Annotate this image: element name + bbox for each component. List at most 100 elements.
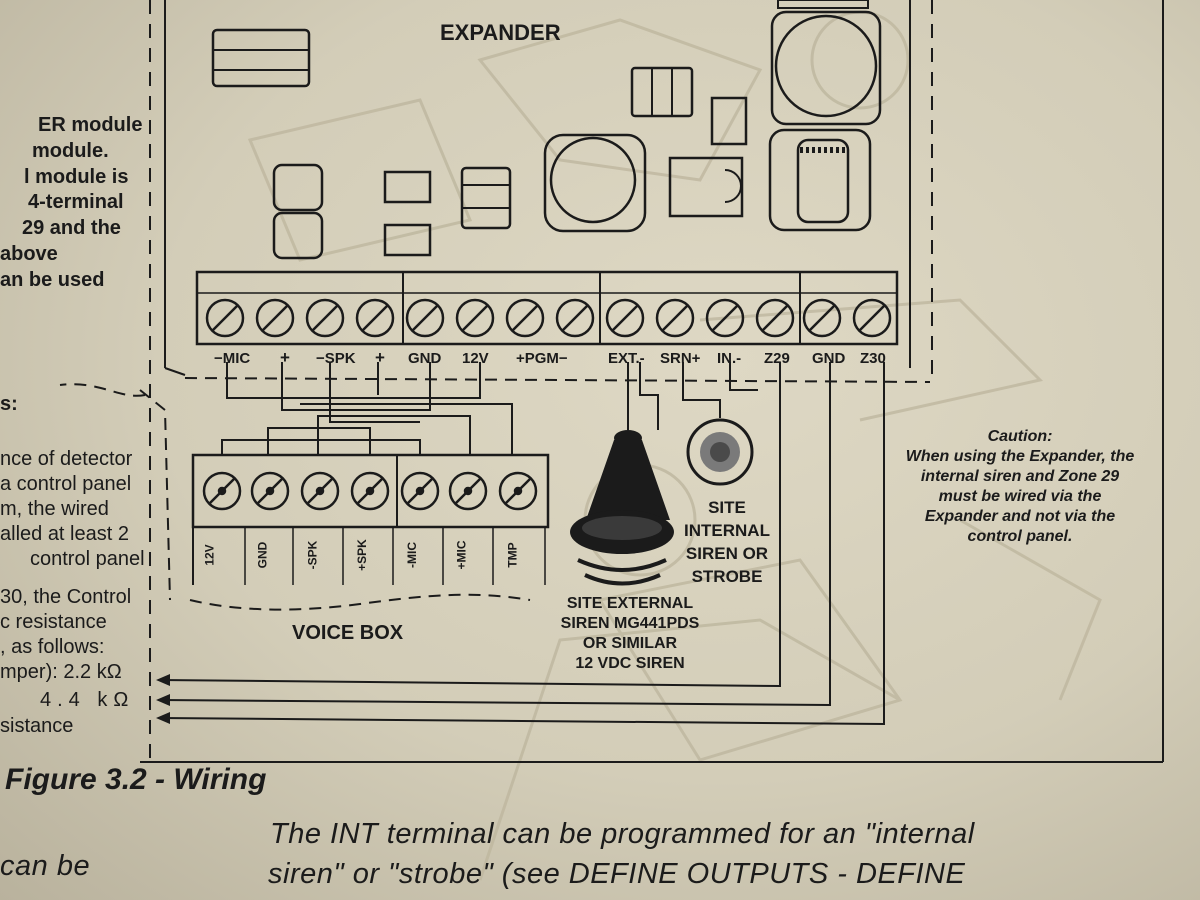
voice-box-screw (202, 471, 242, 511)
expander-terminal-screws (205, 298, 892, 338)
voice-box-terminal-tmp: TMP (505, 542, 520, 568)
voice-box-screw (350, 471, 390, 511)
expander-screw (802, 298, 842, 338)
terminal-label-srn: SRN+ (660, 350, 701, 367)
left-text-line: control panel (30, 548, 145, 570)
expander-screw (555, 298, 595, 338)
regulator-component (710, 96, 748, 146)
internal-siren-label-line: STROBE (691, 567, 763, 586)
expander-screw (355, 298, 395, 338)
large-capacitor (543, 133, 647, 233)
terminal-label-gnd-2: GND (812, 350, 846, 367)
figure-caption: Figure 3.2 - Wiring (5, 763, 267, 796)
left-text-line: mper): 2.2 kΩ (0, 661, 122, 683)
expander-screw (655, 298, 695, 338)
expander-dashed-bottom (184, 377, 931, 383)
voice-box-screw (400, 471, 440, 511)
capacitor-b (272, 211, 324, 260)
left-text-line: nce of detector (0, 448, 133, 470)
caution-heading: Caution: (987, 428, 1053, 445)
inductor-component (630, 66, 694, 118)
left-text-line: ER module (38, 114, 143, 136)
voice-box-outline (59, 383, 146, 397)
left-text-line: l module is (24, 166, 129, 188)
expander-screw (205, 298, 245, 338)
voice-box-label: VOICE BOX (292, 622, 404, 644)
external-siren-label-line: OR SIMILAR (582, 635, 678, 652)
return-arrows (156, 674, 170, 724)
voice-box-terminal-spk-plus: +SPK (354, 539, 369, 571)
terminal-label-mic-plus: + (280, 348, 290, 367)
resistor-a (383, 170, 432, 204)
electrolytic-capacitor (770, 10, 882, 126)
left-text-line: 4-terminal (28, 191, 124, 213)
left-text-line: sistance (0, 715, 74, 737)
terminal-label-spk-minus: −SPK (316, 350, 356, 367)
caution-note: Caution: When using the Expander, the in… (880, 427, 1160, 547)
battery-holder (768, 128, 872, 232)
body-text-line: The INT terminal can be programmed for a… (270, 818, 975, 850)
voice-box-screw (498, 471, 538, 511)
expander-screw (255, 298, 295, 338)
voice-box-terminal-screws (202, 471, 538, 511)
terminal-label-mic-minus: −MIC (214, 350, 251, 367)
external-siren-horn (570, 430, 674, 586)
connector-component (668, 156, 744, 218)
coil-component (460, 166, 512, 230)
voice-box-screw (448, 471, 488, 511)
expander-screw (755, 298, 795, 338)
voice-box-terminal-gnd: GND (255, 541, 270, 569)
body-text-line: siren" or "strobe" (see DEFINE OUTPUTS -… (268, 858, 966, 890)
left-text-line: s: (0, 393, 18, 415)
expander-title: EXPANDER (440, 20, 561, 45)
left-text-line: c resistance (0, 611, 107, 633)
left-text-line: 30, the Control (0, 586, 132, 608)
left-text-line: an be used (0, 269, 105, 291)
expander-screw (852, 298, 892, 338)
left-text-line: 29 and the (22, 217, 121, 239)
expander-screw (605, 298, 645, 338)
left-text-line: m, the wired (0, 498, 109, 520)
terminal-label-gnd: GND (408, 350, 442, 367)
resistor-b (383, 223, 432, 257)
voice-box-screw (300, 471, 340, 511)
expander-screw (505, 298, 545, 338)
expander-screw (705, 298, 745, 338)
external-siren-label-line: 12 VDC SIREN (575, 655, 685, 672)
voice-box-terminal-mic-plus: +MIC (454, 540, 469, 570)
voice-box-terminal-spk-minus: -SPK (305, 540, 320, 570)
voice-box-screw (250, 471, 290, 511)
capacitor-a (272, 163, 324, 212)
external-siren-label: SITE EXTERNAL SIREN MG441PDS OR SIMILAR … (540, 594, 720, 674)
left-text-line: a control panel (0, 473, 132, 495)
internal-siren-circle (686, 418, 754, 486)
terminal-label-z30: Z30 (860, 350, 886, 367)
terminal-label-pgm: +PGM− (516, 350, 568, 367)
expander-terminal-block (195, 270, 899, 346)
external-siren-label-line: SITE EXTERNAL (566, 595, 694, 612)
voice-box-terminal-mic-minus: -MIC (405, 542, 419, 568)
terminal-label-in: IN.- (717, 350, 742, 367)
wires (159, 362, 885, 726)
internal-siren-label-line: SITE (708, 498, 746, 517)
terminal-label-ext: EXT.- (608, 350, 645, 367)
left-text-line: module. (32, 140, 109, 162)
expander-screw (405, 298, 445, 338)
internal-siren-label-line: SIREN OR (685, 544, 769, 563)
voice-box-terminal-block (191, 453, 550, 529)
expander-screw (305, 298, 345, 338)
caution-text: When using the Expander, the internal si… (905, 448, 1135, 545)
terminal-label-spk-plus: + (375, 348, 385, 367)
internal-siren-label-line: INTERNAL (684, 521, 770, 540)
relay-component (211, 28, 311, 88)
external-siren-label-line: SIREN MG441PDS (560, 615, 700, 632)
expander-screw (455, 298, 495, 338)
left-text-line: above (0, 243, 58, 265)
left-text-line: alled at least 2 (0, 523, 129, 545)
left-text-line: , as follows: (0, 636, 105, 658)
terminal-label-12v: 12V (462, 350, 489, 367)
internal-siren-label: SITE INTERNAL SIREN OR STROBE (672, 496, 782, 588)
terminal-label-z29: Z29 (764, 350, 790, 367)
left-text-line: 4.4 kΩ (40, 689, 135, 711)
